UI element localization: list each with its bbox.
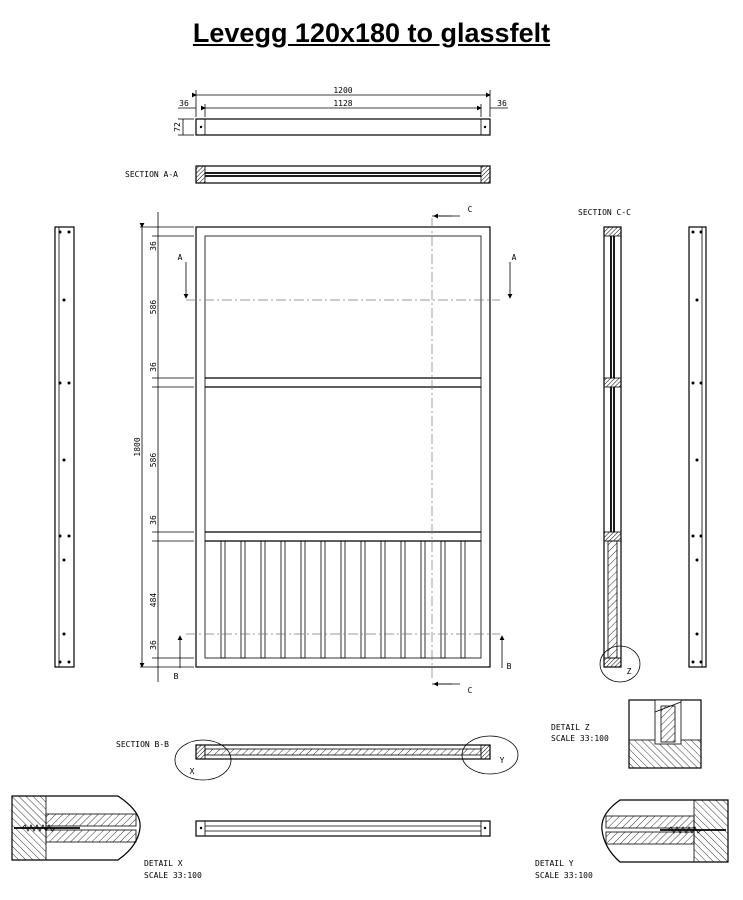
dim-side-left: 36 xyxy=(179,99,189,108)
dim-rail-bottom: 36 xyxy=(149,640,158,650)
front-view xyxy=(139,212,513,687)
detail-z-drawing xyxy=(628,699,702,769)
marker-c-bottom: C xyxy=(468,686,473,695)
left-side-view xyxy=(54,226,75,668)
detail-x-scale: SCALE 33:100 xyxy=(144,871,202,880)
dim-rail-mid2: 36 xyxy=(149,515,158,525)
detail-y-scale: SCALE 33:100 xyxy=(535,871,593,880)
section-cc-drawing xyxy=(599,226,641,683)
dim-depth: 72 xyxy=(173,122,182,132)
bottom-view xyxy=(195,820,491,837)
marker-x: X xyxy=(190,767,195,776)
dim-width-total: 1200 xyxy=(333,86,352,95)
marker-a-right: A xyxy=(512,253,517,262)
dim-rail-mid1: 36 xyxy=(149,362,158,372)
detail-x-drawing xyxy=(11,795,141,861)
dim-height-total: 1800 xyxy=(133,437,142,456)
marker-z: Z xyxy=(627,667,632,676)
section-bb-label: SECTION B-B xyxy=(116,740,169,749)
dim-panel-middle: 586 xyxy=(149,453,158,468)
detail-x-title: DETAIL X xyxy=(144,859,183,868)
detail-y-title: DETAIL Y xyxy=(535,859,574,868)
dim-side-right: 36 xyxy=(497,99,507,108)
marker-b-right: B xyxy=(507,662,512,671)
section-aa-label: SECTION A-A xyxy=(125,170,178,179)
section-bb-drawing xyxy=(174,735,519,781)
detail-y-drawing xyxy=(601,799,729,863)
dim-panel-upper: 586 xyxy=(149,300,158,315)
detail-z-title: DETAIL Z xyxy=(551,723,590,732)
section-aa-drawing xyxy=(195,165,491,184)
detail-z-scale: SCALE 33:100 xyxy=(551,734,609,743)
dim-width-inner: 1128 xyxy=(333,99,352,108)
right-side-view xyxy=(688,226,707,668)
dim-panel-lower: 484 xyxy=(149,593,158,608)
marker-y: Y xyxy=(500,756,505,765)
drawing-title: Levegg 120x180 to glassfelt xyxy=(192,18,551,48)
marker-b-left: B xyxy=(174,672,179,681)
marker-c-top: C xyxy=(468,205,473,214)
section-cc-label: SECTION C-C xyxy=(578,208,631,217)
top-view xyxy=(178,90,508,136)
dim-rail-top: 36 xyxy=(149,241,158,251)
marker-a-left: A xyxy=(178,253,183,262)
